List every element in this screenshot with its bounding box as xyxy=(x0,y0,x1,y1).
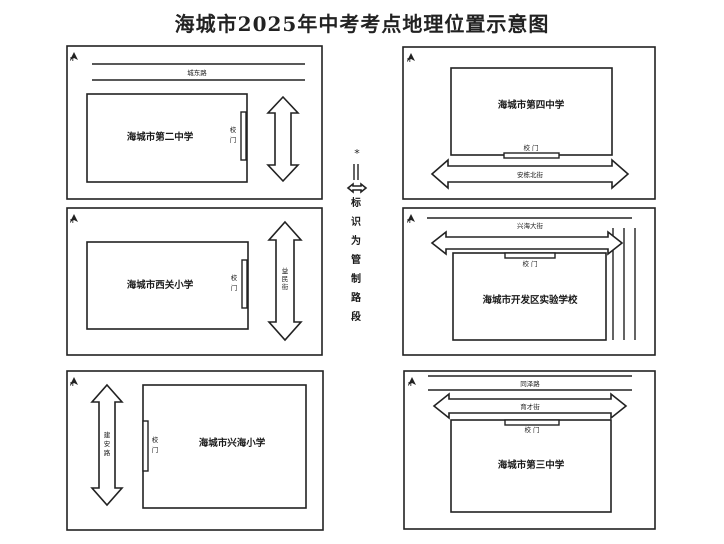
panel-frame xyxy=(66,370,324,531)
legend-char: 段 xyxy=(351,310,361,323)
school-name: 海城市第三中学 xyxy=(498,459,565,471)
road-label: 安栋北街 xyxy=(517,170,544,179)
school-building xyxy=(450,67,613,156)
panel-school-xiguan: 海城市西关小学 校 门 益 民 街 xyxy=(66,207,323,356)
road-label: 兴海大街 xyxy=(517,221,544,230)
gate-label: 校 门 xyxy=(523,143,538,152)
legend-char: 制 xyxy=(351,272,361,285)
gate-label: 校 xyxy=(231,273,238,282)
panel-school-4: 海城市第四中学 校 门 安栋北街 xyxy=(402,46,656,200)
road-label: 建 xyxy=(104,430,111,439)
road-label: 育才街 xyxy=(520,402,540,411)
legend-char: 识 xyxy=(351,216,361,228)
north-icon xyxy=(70,52,78,63)
gate-label: 校 xyxy=(152,435,159,444)
north-icon xyxy=(70,377,78,388)
panel-school-kaifaqu: 兴海大街 海城市开发区实验学校 校 门 xyxy=(402,207,656,356)
school-building xyxy=(142,384,307,509)
gate-label: 校 门 xyxy=(522,259,537,268)
school-building xyxy=(450,419,612,513)
road-label: 路 xyxy=(104,448,111,457)
school-building xyxy=(452,252,607,341)
gate-label: 校 xyxy=(230,125,237,134)
gate-label: 门 xyxy=(230,135,237,144)
school-gate xyxy=(240,111,247,161)
road-label: 城东路 xyxy=(187,68,207,77)
legend-asterisk: * xyxy=(354,147,360,160)
school-name: 海城市开发区实验学校 xyxy=(482,294,578,306)
legend: * 标 识 为 管 制 路 段 xyxy=(346,147,368,323)
panel-frame xyxy=(66,45,323,200)
road-label: 安 xyxy=(104,439,111,448)
panel-frame xyxy=(402,46,656,200)
panel-frame xyxy=(402,207,656,356)
controlled-road-arrow xyxy=(90,383,124,507)
gate-label: 门 xyxy=(152,445,159,454)
road-label: 同泽路 xyxy=(520,379,540,388)
school-gate xyxy=(241,259,248,309)
controlled-road-arrow xyxy=(430,158,630,190)
controlled-road-arrow xyxy=(266,95,300,183)
school-name: 海城市第二中学 xyxy=(127,131,194,143)
north-icon xyxy=(407,53,415,64)
north-icon xyxy=(408,377,416,388)
school-name: 海城市西关小学 xyxy=(127,279,194,291)
legend-char: 标 xyxy=(350,196,361,209)
road-label: 民 xyxy=(282,275,289,283)
panel-frame xyxy=(403,370,656,530)
school-gate xyxy=(504,252,556,259)
road-label: 益 xyxy=(282,266,289,275)
controlled-road-arrow xyxy=(267,220,303,342)
panel-school-3: 同泽路 育才街 校 门 海城市第三中学 xyxy=(403,370,656,530)
school-name: 海城市第四中学 xyxy=(498,99,565,111)
legend-double-arrow-icon xyxy=(346,182,368,194)
gate-label: 校 门 xyxy=(524,425,539,434)
school-gate xyxy=(142,420,149,472)
legend-char: 管 xyxy=(351,253,361,266)
panel-frame xyxy=(66,207,323,356)
page-title: 海城市2025年中考考点地理位置示意图 xyxy=(174,12,550,36)
school-gate xyxy=(503,152,560,159)
north-icon xyxy=(70,214,78,225)
legend-char: 路 xyxy=(351,291,362,304)
controlled-road-arrow xyxy=(430,230,624,256)
gate-label: 门 xyxy=(231,283,238,292)
school-building xyxy=(86,241,249,330)
school-name: 海城市兴海小学 xyxy=(199,437,266,449)
legend-char: 为 xyxy=(351,234,361,247)
school-gate xyxy=(504,419,560,426)
north-icon xyxy=(407,214,415,225)
controlled-road-arrow xyxy=(432,392,628,420)
panel-school-xinghai: 建 安 路 校 门 海城市兴海小学 xyxy=(66,370,324,531)
panel-school-2: 城东路 海城市第二中学 校 门 xyxy=(66,45,323,200)
school-building xyxy=(86,93,248,183)
road-label: 街 xyxy=(282,282,289,291)
